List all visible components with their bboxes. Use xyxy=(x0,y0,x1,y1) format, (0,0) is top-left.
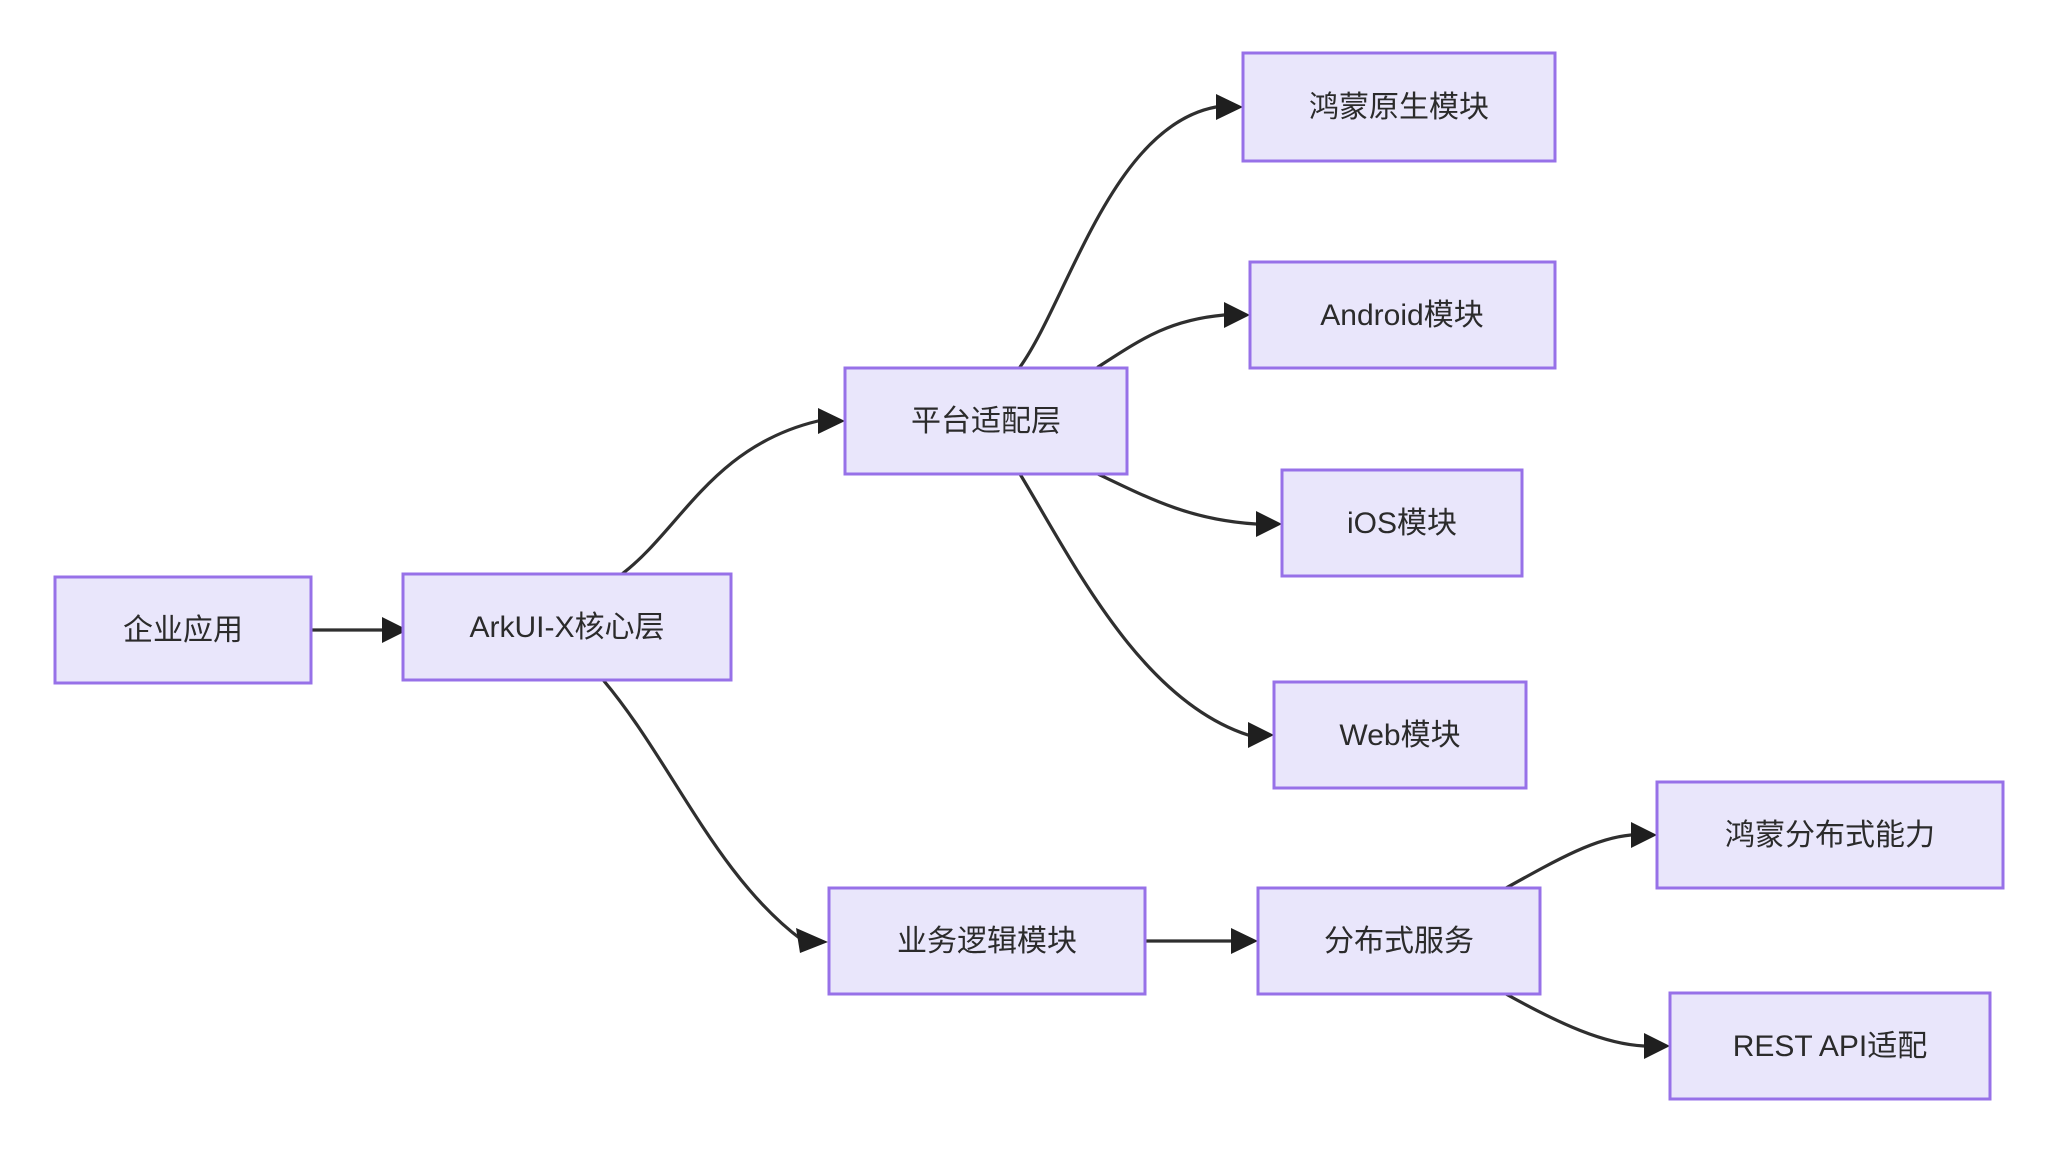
node-enterprise-app-label: 企业应用 xyxy=(123,614,243,647)
node-rest-api-adapter-box[interactable] xyxy=(1668,991,1992,1101)
node-business-logic-module-box[interactable] xyxy=(827,886,1147,996)
node-android-module[interactable]: Android模块 xyxy=(1248,260,1557,370)
node-business-logic-module-label: 业务逻辑模块 xyxy=(897,925,1077,958)
node-ios-module-label: iOS模块 xyxy=(1347,507,1457,540)
node-web-module-label: Web模块 xyxy=(1339,719,1460,752)
edge-dist-to-harmonydist xyxy=(1504,822,1657,890)
node-arkui-x-core-box[interactable] xyxy=(401,572,733,682)
node-ios-module-box[interactable] xyxy=(1280,468,1524,578)
node-distributed-service-box[interactable] xyxy=(1256,886,1542,996)
node-platform-adapt-layer[interactable]: 平台适配层 xyxy=(843,366,1129,476)
node-platform-adapt-layer-label: 平台适配层 xyxy=(911,405,1061,438)
node-harmony-distributed-label: 鸿蒙分布式能力 xyxy=(1725,819,1935,852)
node-arkui-x-core-label: ArkUI-X核心层 xyxy=(470,611,665,644)
edge-platform-to-android xyxy=(1096,302,1250,369)
node-distributed-service-label: 分布式服务 xyxy=(1324,925,1474,958)
node-rest-api-adapter[interactable]: REST API适配 xyxy=(1668,991,1992,1101)
edges-layer xyxy=(309,94,1670,1059)
edge-platform-to-harmony xyxy=(1018,94,1243,369)
edge-enterprise-to-core xyxy=(309,617,408,643)
edge-core-to-platform xyxy=(620,408,845,576)
node-android-module-box[interactable] xyxy=(1248,260,1557,370)
edge-dist-to-rest xyxy=(1504,992,1670,1059)
node-arkui-x-core[interactable]: ArkUI-X核心层 xyxy=(401,572,733,682)
node-business-logic-module[interactable]: 业务逻辑模块 xyxy=(827,886,1147,996)
node-harmony-native-module-box[interactable] xyxy=(1241,51,1557,163)
node-harmony-distributed[interactable]: 鸿蒙分布式能力 xyxy=(1655,780,2005,890)
node-platform-adapt-layer-box[interactable] xyxy=(843,366,1129,476)
edge-business-to-dist xyxy=(1143,928,1258,954)
edge-platform-to-web xyxy=(1018,472,1274,748)
node-harmony-distributed-box[interactable] xyxy=(1655,780,2005,890)
node-harmony-native-module[interactable]: 鸿蒙原生模块 xyxy=(1241,51,1557,163)
node-web-module[interactable]: Web模块 xyxy=(1272,680,1528,790)
node-enterprise-app[interactable]: 企业应用 xyxy=(53,575,313,685)
node-harmony-native-module-label: 鸿蒙原生模块 xyxy=(1309,91,1489,124)
node-android-module-label: Android模块 xyxy=(1320,299,1483,332)
node-distributed-service[interactable]: 分布式服务 xyxy=(1256,886,1542,996)
nodes-layer: 企业应用 ArkUI-X核心层 平台适配层 鸿蒙原生模块 Android模块 i xyxy=(53,51,2005,1101)
node-ios-module[interactable]: iOS模块 xyxy=(1280,468,1524,578)
edge-platform-to-ios xyxy=(1096,472,1282,537)
node-enterprise-app-box[interactable] xyxy=(53,575,313,685)
node-rest-api-adapter-label: REST API适配 xyxy=(1733,1030,1928,1063)
edge-core-to-business xyxy=(602,679,828,953)
node-web-module-box[interactable] xyxy=(1272,680,1528,790)
